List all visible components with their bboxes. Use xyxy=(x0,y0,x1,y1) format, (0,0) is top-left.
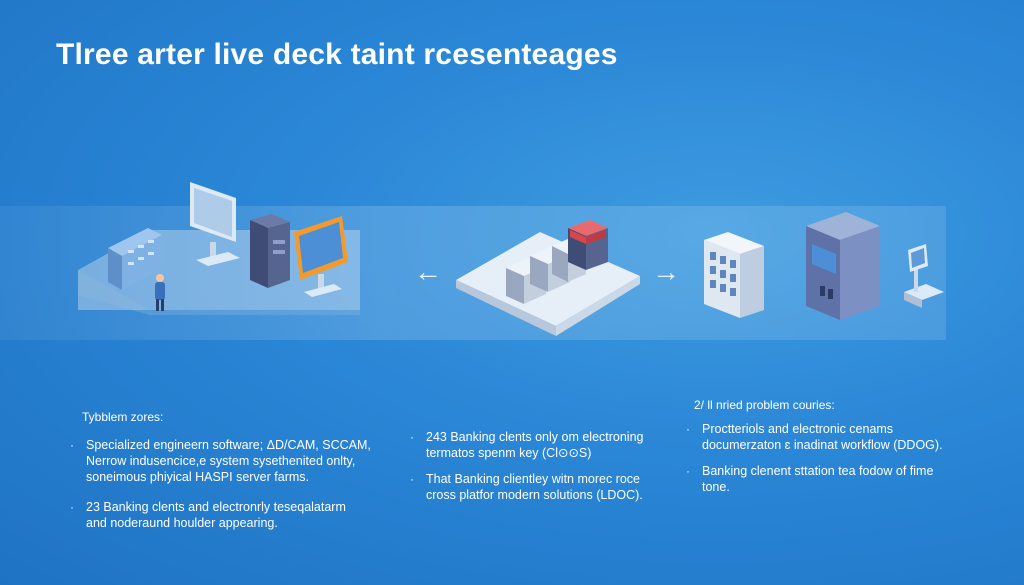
architecture-diagram: ← → xyxy=(0,170,1024,350)
workstation-monitor-icon xyxy=(294,216,348,297)
list-item-line: Proctteriols and electronic cenams xyxy=(702,422,894,436)
list-item: · Specialized engineern software; ΔD/CAM… xyxy=(70,437,390,485)
list-item-line: That Banking clientley witn morec roce xyxy=(426,472,640,486)
modern-server-icon xyxy=(806,212,880,320)
list-item: · Banking clenent sttation tea fodow of … xyxy=(686,463,966,495)
monitor-icon xyxy=(190,182,240,266)
bullet-dot: · xyxy=(410,472,414,486)
server-cluster-icon xyxy=(506,238,586,304)
list-item-line: Specialized engineern software; ΔD/CAM, … xyxy=(86,438,371,452)
page-title: Tlree arter live deck taint rcesenteages xyxy=(56,38,618,71)
red-server-icon xyxy=(568,220,608,270)
list-item-line: Banking clenent sttation tea fodow of fi… xyxy=(702,464,934,478)
list-item-line: 243 Banking clents only om electroning xyxy=(426,430,644,444)
column-right: 2/ ll nried problem couries: · Proctteri… xyxy=(686,397,966,509)
kiosk-icon xyxy=(904,244,944,308)
column-left-heading: Tybblem zores: xyxy=(82,410,164,424)
list-item-line: and noderaund houlder appearing. xyxy=(86,516,278,530)
list-item-line: soneimous phiyical HASPI server farms. xyxy=(86,470,309,484)
server-tower-icon xyxy=(250,214,290,288)
bullet-dot: · xyxy=(70,500,74,514)
server-rack-icon xyxy=(108,228,162,290)
legacy-platform-shade xyxy=(78,270,360,315)
list-item-line: documerzaton ɛ inadinat workflow (DDOG). xyxy=(702,438,943,452)
person-icon xyxy=(155,274,165,311)
list-item-line: termatos spenm key (Cl⊙⊙S) xyxy=(426,446,592,460)
list-item: · That Banking clientley witn morec roce… xyxy=(410,471,670,503)
bullet-dot: · xyxy=(686,422,690,436)
text-columns: Tybblem zores: · Specialized engineern s… xyxy=(0,395,1024,555)
arrow-left-icon: ← xyxy=(414,256,442,287)
list-item-line: cross platfor modern solutions (LDOC). xyxy=(426,488,643,502)
diagram-svg xyxy=(78,182,944,336)
arrow-right-icon: → xyxy=(652,256,680,287)
bullet-dot: · xyxy=(70,438,74,452)
list-item-line: 23 Banking clents and electronrly teseqa… xyxy=(86,500,346,514)
list-item-line: tone. xyxy=(702,480,730,494)
column-left: Tybblem zores: · Specialized engineern s… xyxy=(70,409,390,545)
office-building-icon xyxy=(704,232,764,318)
list-item-line: Nerrow indusencice,e system sysethenited… xyxy=(86,454,356,468)
column-middle: · 243 Banking clents only om electroning… xyxy=(410,429,670,517)
bullet-dot: · xyxy=(686,464,690,478)
list-item: · 243 Banking clents only om electroning… xyxy=(410,429,670,461)
list-item: · 23 Banking clents and electronrly tese… xyxy=(70,499,390,531)
column-right-heading: 2/ ll nried problem couries: xyxy=(694,398,835,412)
list-item: · Proctteriols and electronic cenams doc… xyxy=(686,421,966,453)
bullet-dot: · xyxy=(410,430,414,444)
